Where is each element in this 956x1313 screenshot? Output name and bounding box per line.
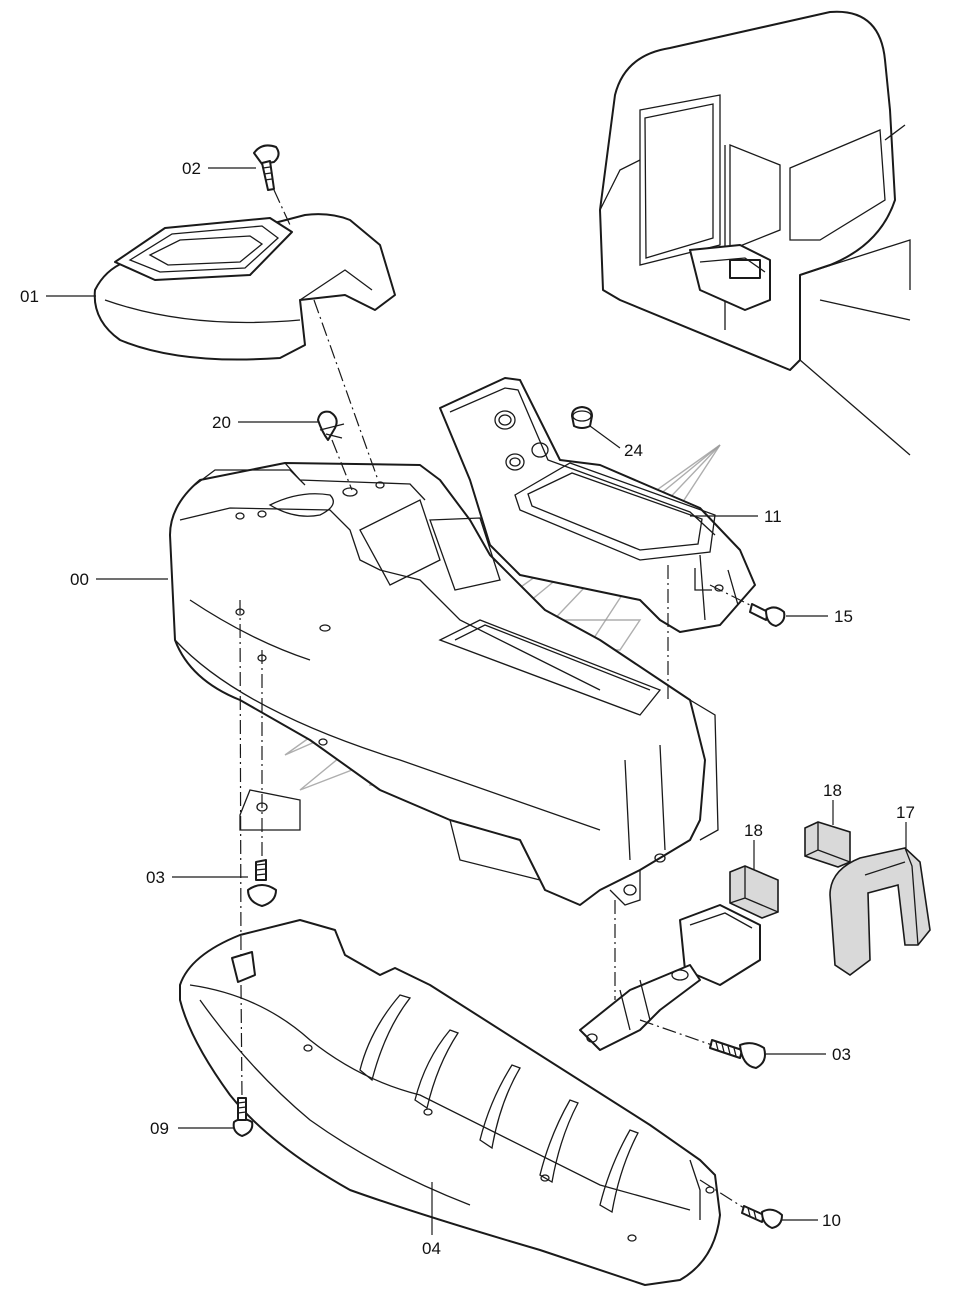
callout-20: 20 (212, 413, 231, 432)
bolt-10 (741, 1205, 783, 1229)
bolt-03-left (247, 859, 277, 907)
part-01-upper-cover (93, 213, 396, 361)
callout-15: 15 (834, 607, 853, 626)
bracket-assembly (579, 904, 761, 1051)
callout-03-left: 03 (146, 868, 165, 887)
callout-09: 09 (150, 1119, 169, 1138)
clip-20 (317, 410, 345, 441)
callout-11: 11 (764, 507, 782, 526)
cab-inset-view (599, 10, 911, 456)
bolt-03-right (709, 1039, 766, 1069)
bolt-15 (749, 603, 786, 627)
callout-04: 04 (422, 1239, 441, 1258)
bolt-02 (253, 144, 280, 191)
callout-labels: 00 01 02 03 03 04 09 10 11 15 17 18 18 2… (20, 159, 915, 1258)
part-04-under-tray (179, 919, 721, 1286)
callout-01: 01 (20, 287, 39, 306)
foam-seal-17 (829, 847, 931, 976)
cap-24 (571, 406, 593, 429)
bolt-09 (232, 1097, 254, 1137)
part-00-console-body (169, 462, 719, 906)
callout-00: 00 (70, 570, 89, 589)
part-11-armrest-panel (439, 377, 756, 633)
callout-24: 24 (624, 441, 643, 460)
callout-18-upper: 18 (823, 781, 842, 800)
leader-lines (46, 167, 907, 1235)
foam-pad-18-lower (729, 865, 779, 919)
assembly-centerlines (239, 189, 753, 1209)
callout-10: 10 (822, 1211, 841, 1230)
callout-18-lower: 18 (744, 821, 763, 840)
callout-17: 17 (896, 803, 915, 822)
callout-02: 02 (182, 159, 201, 178)
callout-03-right: 03 (832, 1045, 851, 1064)
foam-pad-18-upper (804, 821, 851, 868)
